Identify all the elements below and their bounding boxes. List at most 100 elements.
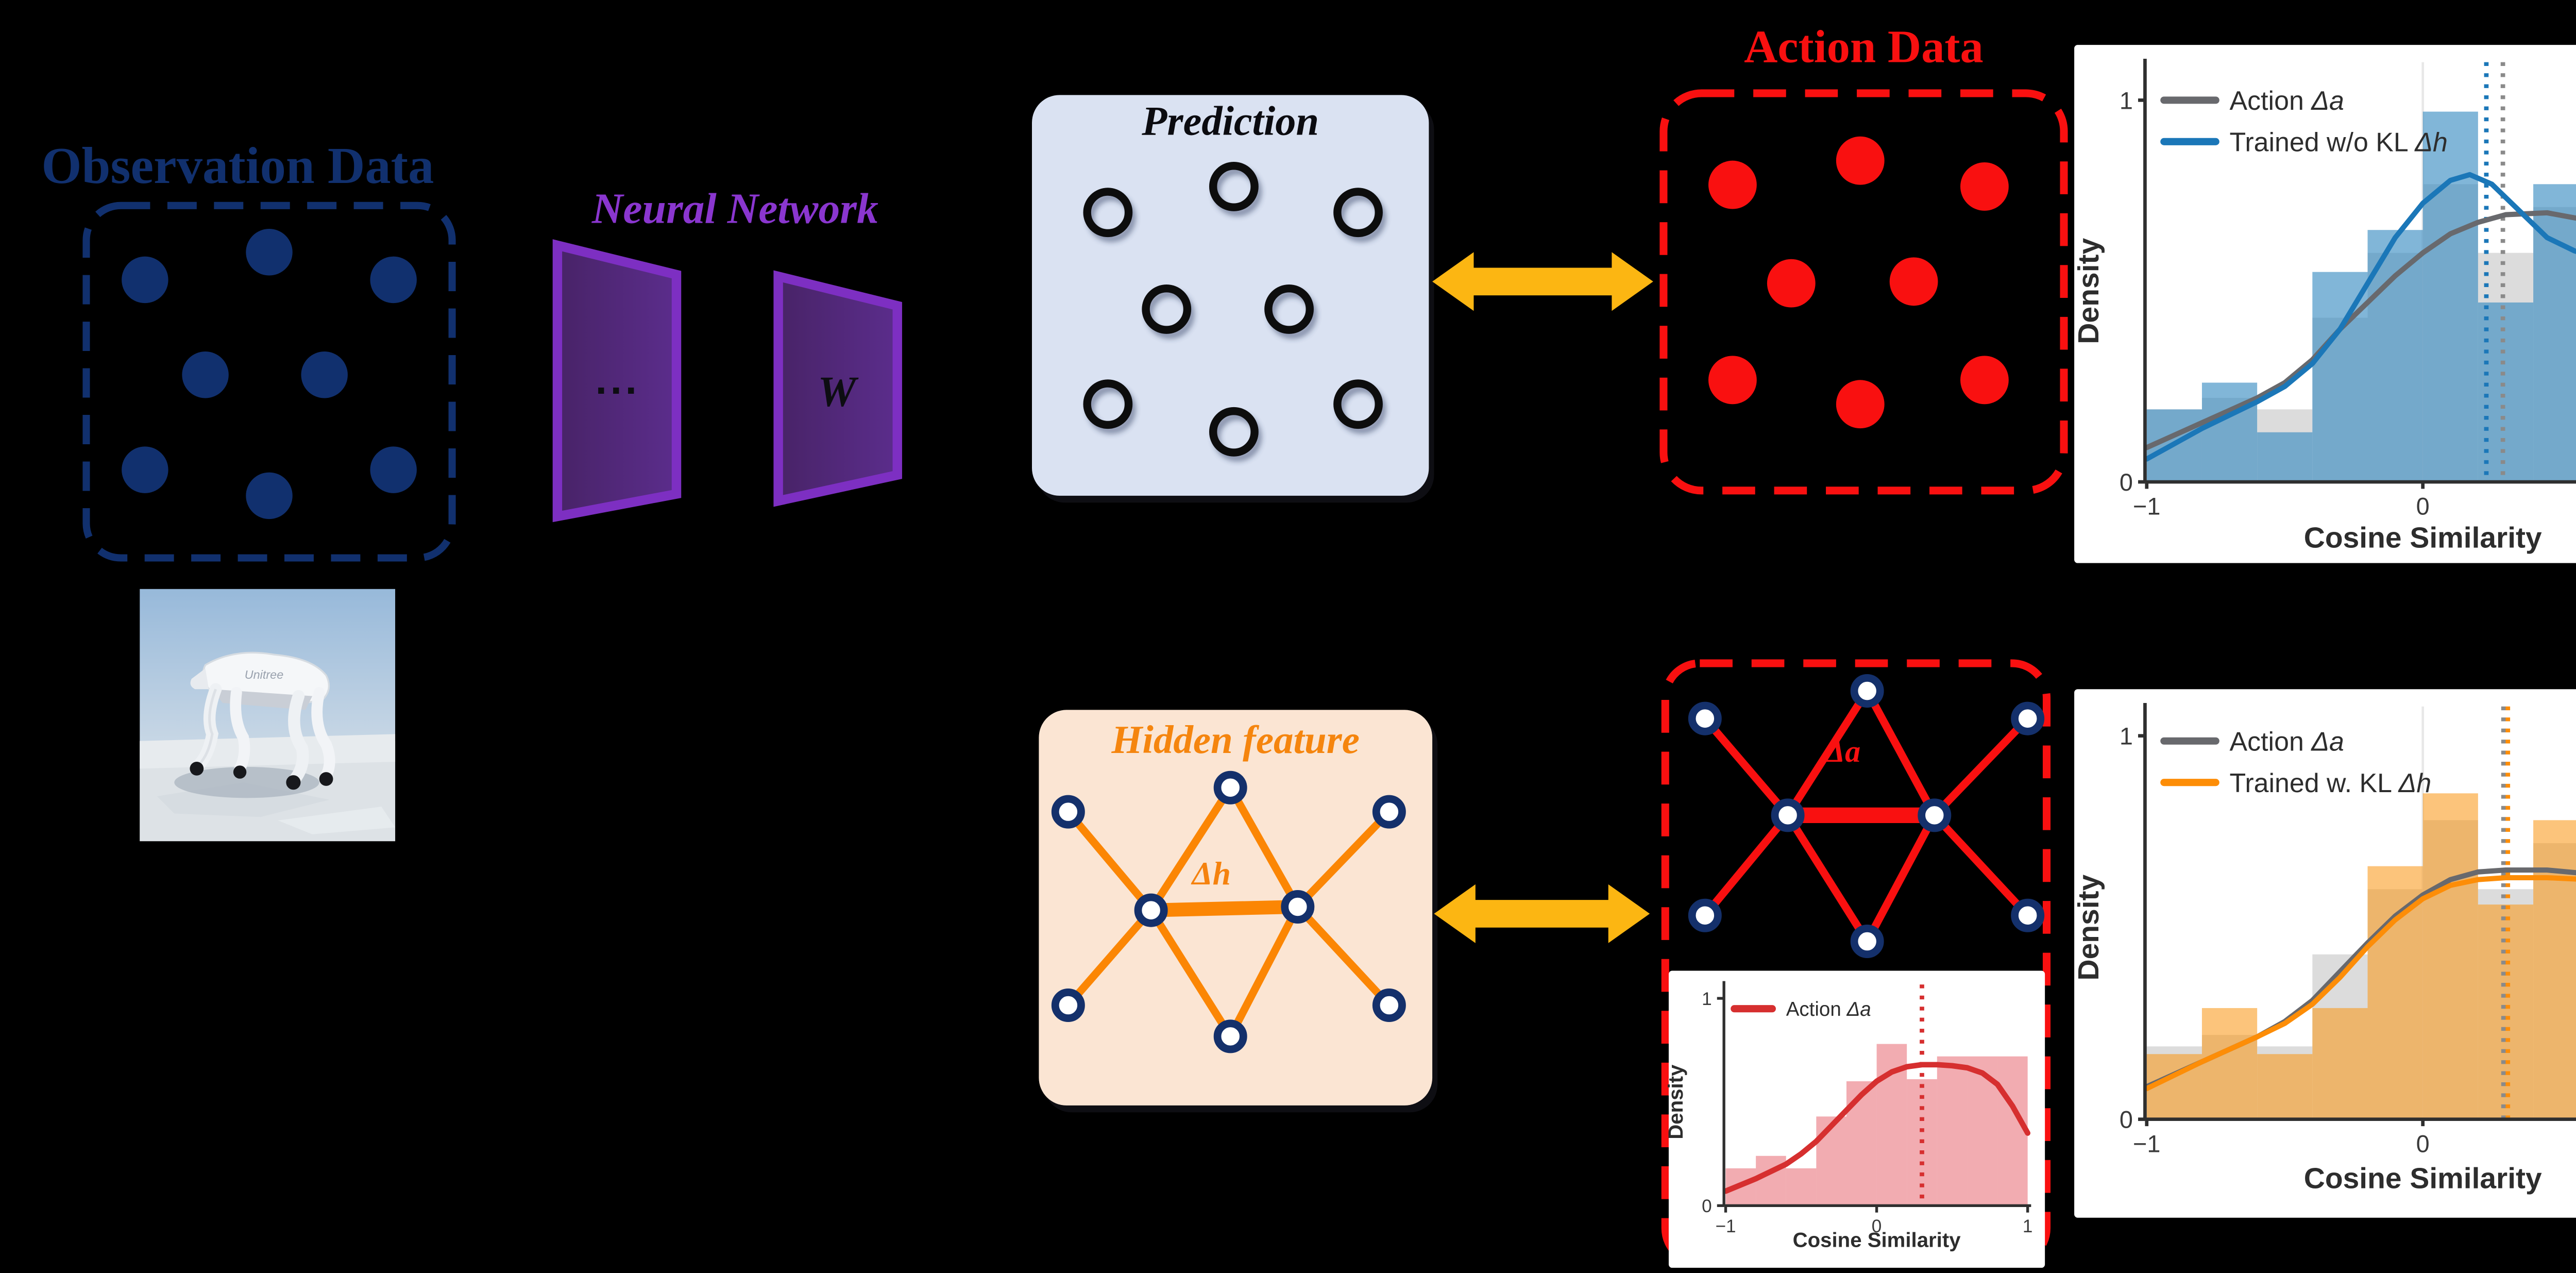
nn-layer-1 xyxy=(552,239,682,523)
robot-foot xyxy=(190,761,204,776)
legend-label: Trained w. KL Δh xyxy=(2230,768,2432,798)
robot-foot xyxy=(319,772,333,786)
y-tick-label: 0 xyxy=(2120,469,2133,496)
graph-edge xyxy=(1701,811,1792,919)
observation-dashed-border xyxy=(82,202,456,562)
graph-edge xyxy=(1784,811,1871,946)
data-dot xyxy=(246,229,293,276)
graph-delta-label: Δh xyxy=(1191,855,1231,892)
histogram-bar xyxy=(1816,1116,1846,1206)
graph-node xyxy=(1051,989,1085,1023)
graph-edge xyxy=(1226,783,1302,911)
nn-ellipsis-label: ... xyxy=(596,357,640,403)
neural-network-layers: ... W xyxy=(552,239,902,523)
legend-label: Action Δa xyxy=(2230,86,2344,116)
prediction-circle xyxy=(1209,407,1259,457)
prediction-circle xyxy=(1209,162,1259,211)
hidden-feature-title: Hidden feature xyxy=(1111,718,1360,762)
legend-label: Action Δa xyxy=(1786,998,1871,1020)
prediction-circle xyxy=(1333,188,1383,238)
double-headed-arrow-icon xyxy=(1432,252,1653,311)
graph-edge xyxy=(1701,714,1792,819)
x-tick-label: 0 xyxy=(1872,1216,1882,1236)
observation-dots xyxy=(122,229,417,520)
prediction-circle xyxy=(1333,379,1383,429)
data-dot xyxy=(122,256,168,304)
graph-edge xyxy=(1294,808,1393,911)
prediction-title: Prediction xyxy=(1142,100,1319,145)
graph-node xyxy=(1372,795,1406,829)
histogram-bar xyxy=(2478,904,2534,1119)
data-dot xyxy=(1889,257,1938,306)
data-dot xyxy=(301,351,348,398)
prediction-circle xyxy=(1264,284,1314,334)
histogram-bar xyxy=(2422,793,2478,1119)
histogram-bar xyxy=(2312,1008,2368,1119)
graph-node xyxy=(1213,770,1247,805)
nn-layer-2 xyxy=(773,270,902,507)
x-axis-label: Cosine Similarity xyxy=(2304,521,2542,554)
graph-node xyxy=(1688,701,1722,735)
prediction-circles xyxy=(1083,162,1383,457)
neural-network-title: Neural Network xyxy=(591,186,878,233)
robot-foot xyxy=(286,775,301,790)
action-dashed-border xyxy=(1659,89,2068,495)
action-data-title: Action Data xyxy=(1744,21,1984,73)
kde-curve xyxy=(2144,875,2576,1092)
action-graph-box: Δa xyxy=(1661,659,2051,1267)
histogram-bar xyxy=(2312,272,2368,482)
action-dots xyxy=(1708,136,2009,429)
graph-edge xyxy=(1064,808,1155,914)
y-axis-label: Density xyxy=(2072,238,2105,344)
prediction-circle xyxy=(1083,188,1133,238)
action-data-box xyxy=(1659,89,2068,495)
data-dot xyxy=(370,446,417,493)
graph-edge xyxy=(1863,687,1939,819)
data-dot xyxy=(1708,160,1757,209)
y-tick-label: 0 xyxy=(1702,1196,1712,1216)
graph-edge xyxy=(1930,714,2032,819)
prediction-box xyxy=(1032,95,1429,496)
x-tick-label: 1 xyxy=(2023,1216,2033,1236)
data-dot xyxy=(1708,356,1757,405)
graph-node xyxy=(2011,898,2045,932)
kde-curve xyxy=(2144,210,2576,450)
observation-data-box xyxy=(82,202,456,562)
graph-node xyxy=(1688,898,1722,932)
histogram-bar xyxy=(1846,1081,1877,1206)
histogram-bar xyxy=(2201,382,2258,482)
graph-edge xyxy=(1226,902,1302,1041)
graph-edge xyxy=(1930,811,2032,919)
robot-shadow xyxy=(174,767,319,798)
robot-body-text: Unitree xyxy=(245,668,284,681)
data-dot xyxy=(246,472,293,520)
data-dot xyxy=(1836,380,1885,429)
histogram-bar xyxy=(1937,1056,1968,1206)
graph-node xyxy=(1918,798,1952,832)
x-tick-label: 0 xyxy=(2416,1130,2430,1157)
graph-node xyxy=(1771,798,1805,832)
graph-node xyxy=(1850,674,1884,708)
x-tick-label: −1 xyxy=(1715,1216,1736,1236)
x-axis-label: Cosine Similarity xyxy=(2304,1162,2542,1195)
graph-edge xyxy=(1147,783,1234,914)
histogram-bar xyxy=(2533,820,2576,1119)
y-tick-label: 1 xyxy=(1702,989,1712,1009)
y-axis-label: Density xyxy=(1664,1064,1687,1140)
legend-label: Trained w/o KL Δh xyxy=(2230,128,2448,158)
data-dot xyxy=(1836,136,1885,185)
nn-weight-label: W xyxy=(818,368,859,416)
x-tick-label: −1 xyxy=(2133,493,2160,520)
graph-node xyxy=(1134,893,1168,927)
y-tick-label: 1 xyxy=(2120,87,2133,114)
legend-label: Action Δa xyxy=(2230,727,2344,757)
graph-edge xyxy=(1863,811,1939,946)
graph-node xyxy=(2011,701,2045,735)
histogram-bar xyxy=(2257,432,2313,482)
hidden-feature-graph: Δh xyxy=(1051,770,1406,1053)
graph-delta-label: Δa xyxy=(1824,734,1860,769)
histogram-bar xyxy=(2201,1008,2258,1119)
